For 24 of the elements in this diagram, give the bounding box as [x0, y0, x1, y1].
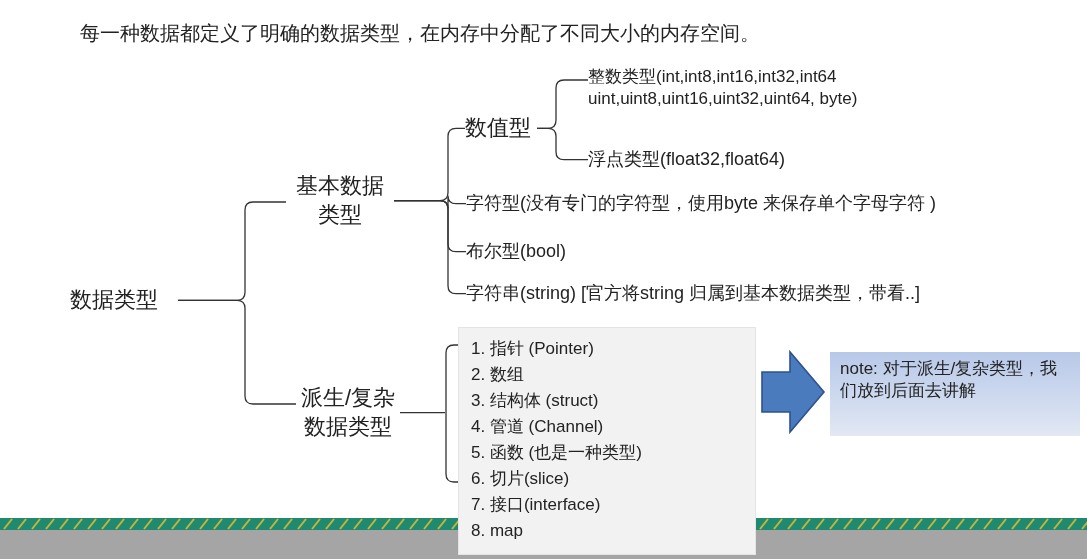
category-label: 基本数据类型: [286, 172, 394, 230]
category-label: 数值型: [465, 114, 537, 143]
list-item: 8. map: [471, 520, 524, 542]
category-label: 字符串(string) [官方将string 归属到基本数据类型，带看..]: [466, 282, 1056, 306]
category-label: 浮点类型(float32,float64): [588, 148, 868, 172]
list-box: [458, 327, 756, 555]
note-box: note: 对于派生/复杂类型，我们放到后面去讲解: [830, 352, 1080, 436]
list-item: 7. 接口(interface): [471, 494, 602, 516]
brace-connector: [177, 299, 297, 405]
category-label: 布尔型(bool): [466, 240, 606, 264]
list-item: 5. 函数 (也是一种类型): [471, 442, 643, 464]
list-item: 1. 指针 (Pointer): [471, 338, 595, 360]
brace-connector: [393, 199, 467, 295]
list-item: 3. 结构体 (struct): [471, 390, 600, 412]
category-label: 数据类型: [70, 286, 178, 315]
block-arrow: [761, 349, 826, 435]
brace-connector: [536, 127, 589, 161]
list-item: 4. 管道 (Channel): [471, 416, 605, 438]
title: 每一种数据都定义了明确的数据类型，在内存中分配了不同大小的内存空间。: [80, 21, 760, 46]
category-label: 派生/复杂数据类型: [296, 384, 400, 442]
list-item: 6. 切片(slice): [471, 468, 571, 490]
category-label: 字符型(没有专门的字符型，使用byte 来保存单个字母字符 ): [466, 192, 1046, 216]
category-label: 整数类型(int,int8,int16,int32,int64 uint,uint8,uint16,uint32,uint64, byte): [588, 66, 968, 111]
list-item: 2. 数组: [471, 364, 525, 386]
